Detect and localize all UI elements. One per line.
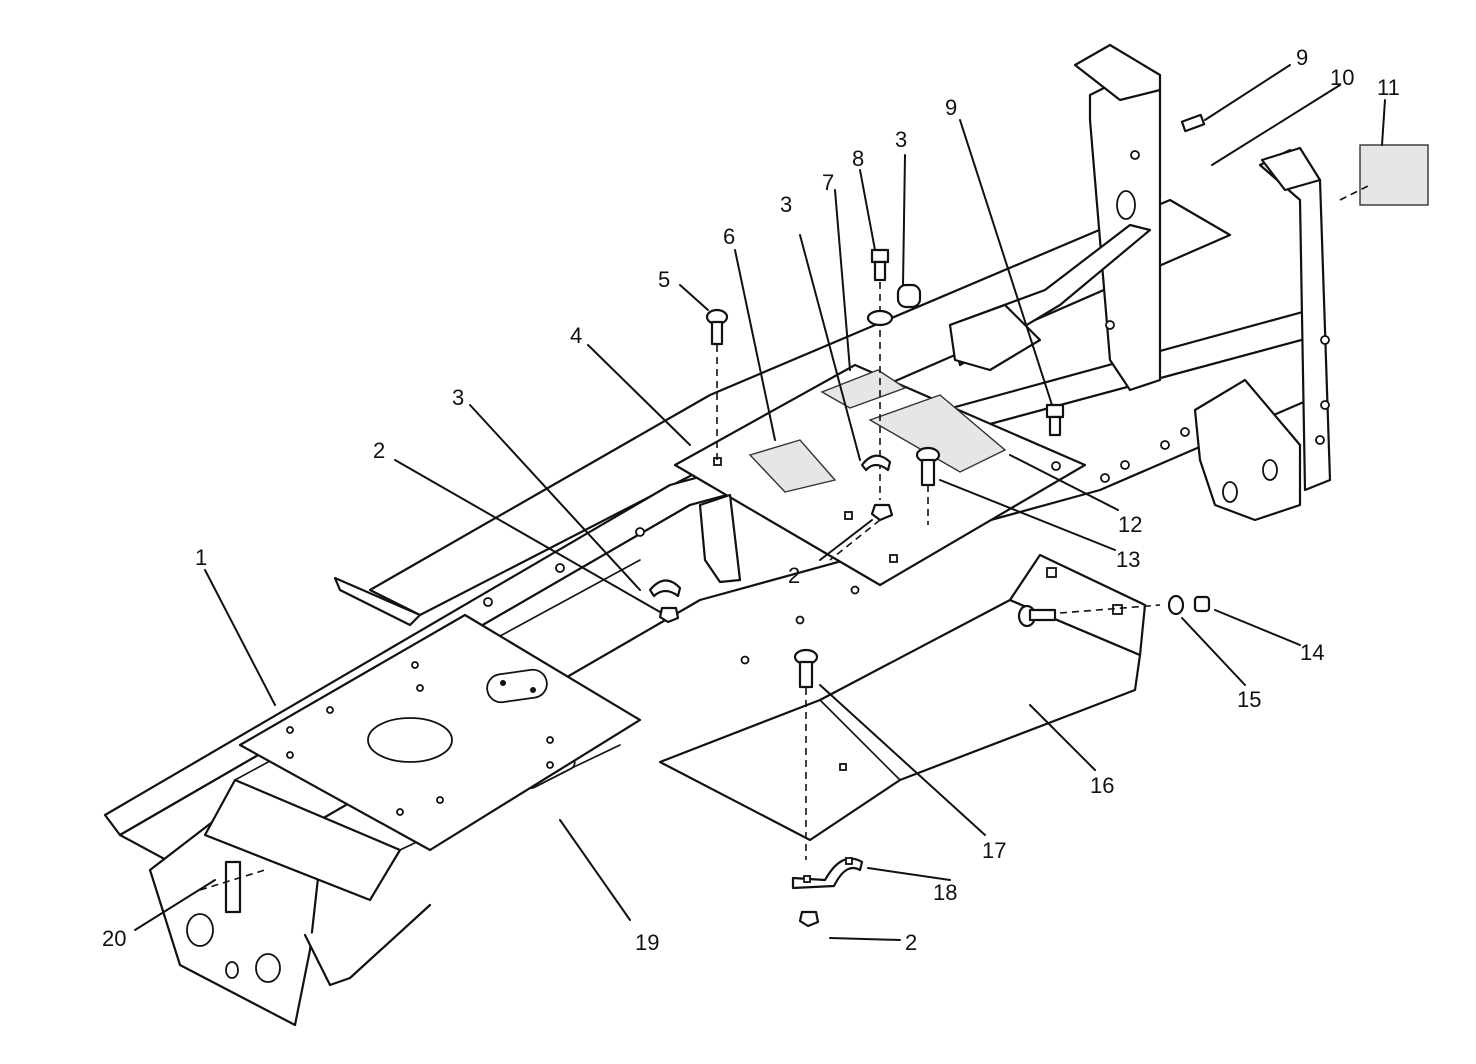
callout-5: 5 [658,267,670,292]
carriage-bolt-13 [915,446,941,525]
callout-3: 3 [895,127,907,152]
callout-8: 8 [852,146,864,171]
rear-hitch-bracket [1193,378,1302,522]
clamp-18 [791,857,864,928]
callout-11: 11 [1377,75,1400,100]
leader-lines [134,64,1386,941]
nut-14 [1193,595,1211,613]
callout-19: 19 [635,930,659,955]
clamp-3-left [648,579,682,624]
callout-3: 3 [780,192,792,217]
carriage-bolt-17 [793,648,819,860]
carriage-bolt-5 [705,308,729,460]
callout-labels: 1 2 2 2 3 3 3 4 5 6 7 8 9 9 10 11 12 13 … [102,45,1400,955]
callout-16: 16 [1090,773,1114,798]
engine-mount-plate [238,613,642,852]
callout-18: 18 [933,880,957,905]
decal-6 [748,439,837,493]
skid-plate [658,553,1147,842]
side-mount-plate [333,493,742,627]
hex-bolt-9-rear [1180,113,1206,133]
callout-2: 2 [373,438,385,463]
callout-7: 7 [822,170,834,195]
washer-15 [1167,594,1185,616]
callout-12: 12 [1118,512,1142,537]
callout-3: 3 [452,385,464,410]
clamp-3-center [829,454,894,561]
decal-11 [1359,144,1429,206]
callout-14: 14 [1300,640,1324,665]
callout-6: 6 [723,224,735,249]
callout-4: 4 [570,323,582,348]
hex-bolt-9-center [1045,403,1065,437]
callout-1: 1 [195,545,207,570]
callout-15: 15 [1237,687,1261,712]
callout-2: 2 [905,930,917,955]
callout-13: 13 [1116,547,1140,572]
callout-2: 2 [788,563,800,588]
spacer-3-top [866,283,922,327]
cross-member [948,223,1152,372]
callout-17: 17 [982,838,1006,863]
callout-10: 10 [1330,65,1354,90]
side-bolt [1017,594,1211,628]
callout-20: 20 [102,926,126,951]
callout-9: 9 [945,95,957,120]
callout-9: 9 [1296,45,1308,70]
front-bolt-20 [199,860,266,914]
